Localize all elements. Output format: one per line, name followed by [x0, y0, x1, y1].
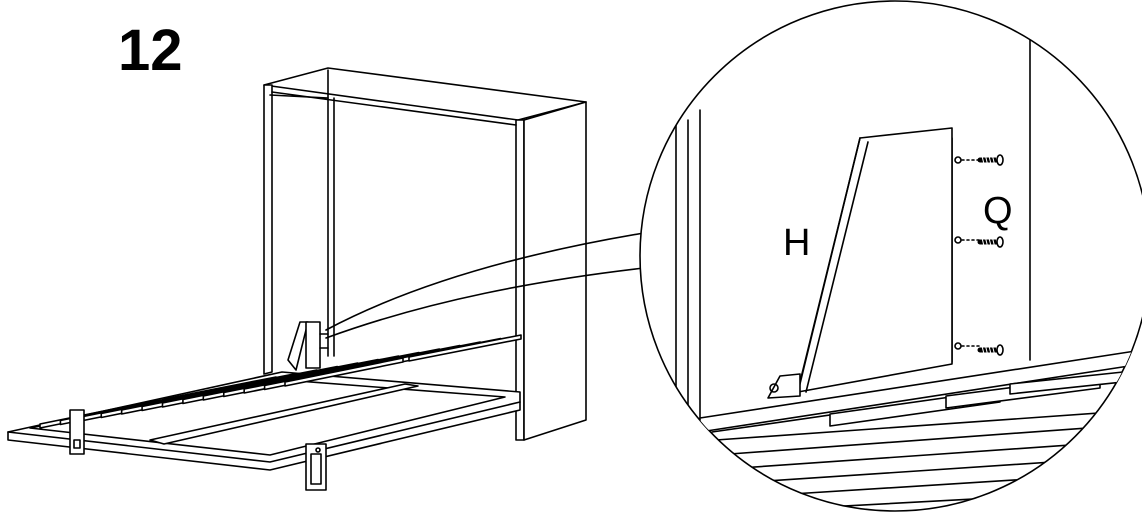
screw-icon [977, 236, 1004, 248]
cabinet [263, 67, 587, 441]
bed-slats [39, 334, 522, 429]
step-number: 12 [118, 18, 183, 83]
screw-icon [977, 154, 1004, 166]
screw-icon [977, 344, 1004, 356]
screw-label: Q [983, 190, 1013, 232]
bed-legs [69, 409, 327, 491]
callout-leader [325, 231, 651, 339]
bed-slat [284, 357, 404, 387]
bed-frame [7, 321, 521, 471]
zoom-slat [729, 423, 1142, 455]
zoom-slat [715, 409, 1142, 441]
zoom-detail [675, 1, 1142, 511]
bracket-label: H [783, 222, 811, 264]
bed-slat [408, 334, 522, 362]
screws [977, 154, 1004, 356]
zoom-slat [1009, 369, 1142, 395]
